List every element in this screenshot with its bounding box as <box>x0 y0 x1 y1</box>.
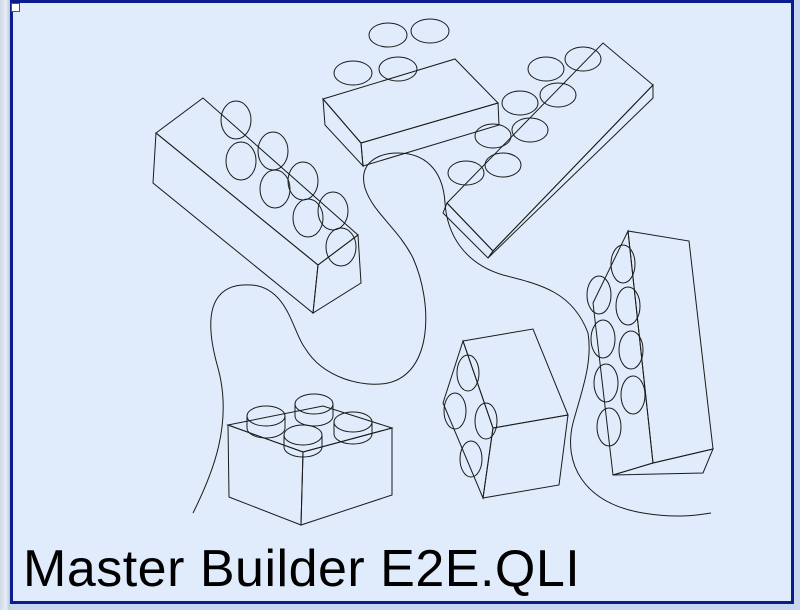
design-title: Master Builder E2E.QLI <box>23 540 581 598</box>
brick-right-vertical <box>586 229 714 476</box>
brick-diagonal-right <box>442 42 654 259</box>
brick-tilted-left <box>152 97 362 314</box>
design-canvas[interactable]: Master Builder E2E.QLI <box>10 0 794 604</box>
right-window-edge <box>794 0 800 610</box>
stitch-path <box>192 152 712 517</box>
brick-center-side <box>442 328 569 500</box>
quilting-pattern-drawing <box>152 18 714 526</box>
square-handle-icon[interactable] <box>11 3 20 12</box>
brick-top-center <box>322 18 500 168</box>
left-window-edge <box>0 0 10 610</box>
brick-bottom-left <box>226 393 394 526</box>
